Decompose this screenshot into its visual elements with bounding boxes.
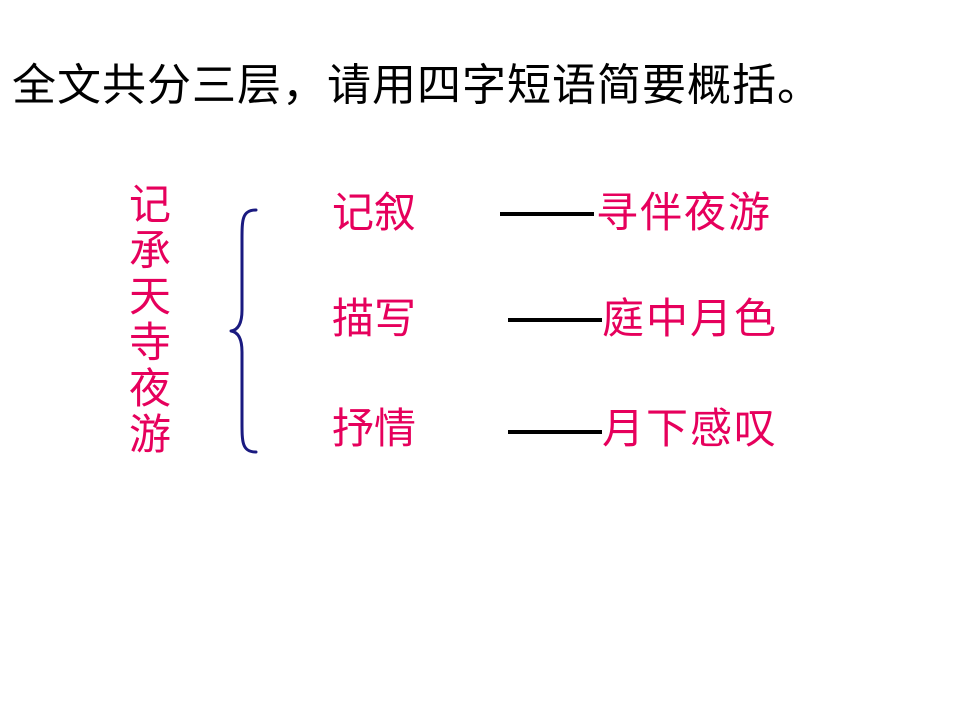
slide-title: 全文共分三层，请用四字短语简要概括。 <box>12 60 822 111</box>
row-result: 庭中月色 <box>602 294 779 343</box>
vertical-title-char: 游 <box>128 410 171 459</box>
row-label-description: 描写 <box>332 294 417 343</box>
vertical-title-char: 夜 <box>128 364 171 413</box>
row-dash <box>508 318 602 322</box>
vertical-title-char: 天 <box>128 272 171 321</box>
vertical-title-char: 记 <box>128 180 171 229</box>
row-dash <box>508 430 602 434</box>
row-label-lyric: 抒情 <box>332 404 417 453</box>
row-result: 月下感叹 <box>602 404 779 453</box>
vertical-title-char: 承 <box>128 226 171 275</box>
vertical-title-char: 寺 <box>128 318 171 367</box>
row-result: 寻伴夜游 <box>596 188 773 237</box>
curly-brace <box>229 208 258 454</box>
row-label-narration: 记叙 <box>332 188 417 237</box>
vertical-title: 记 承 天 寺 夜 游 <box>126 182 174 458</box>
row-dash <box>500 212 594 216</box>
